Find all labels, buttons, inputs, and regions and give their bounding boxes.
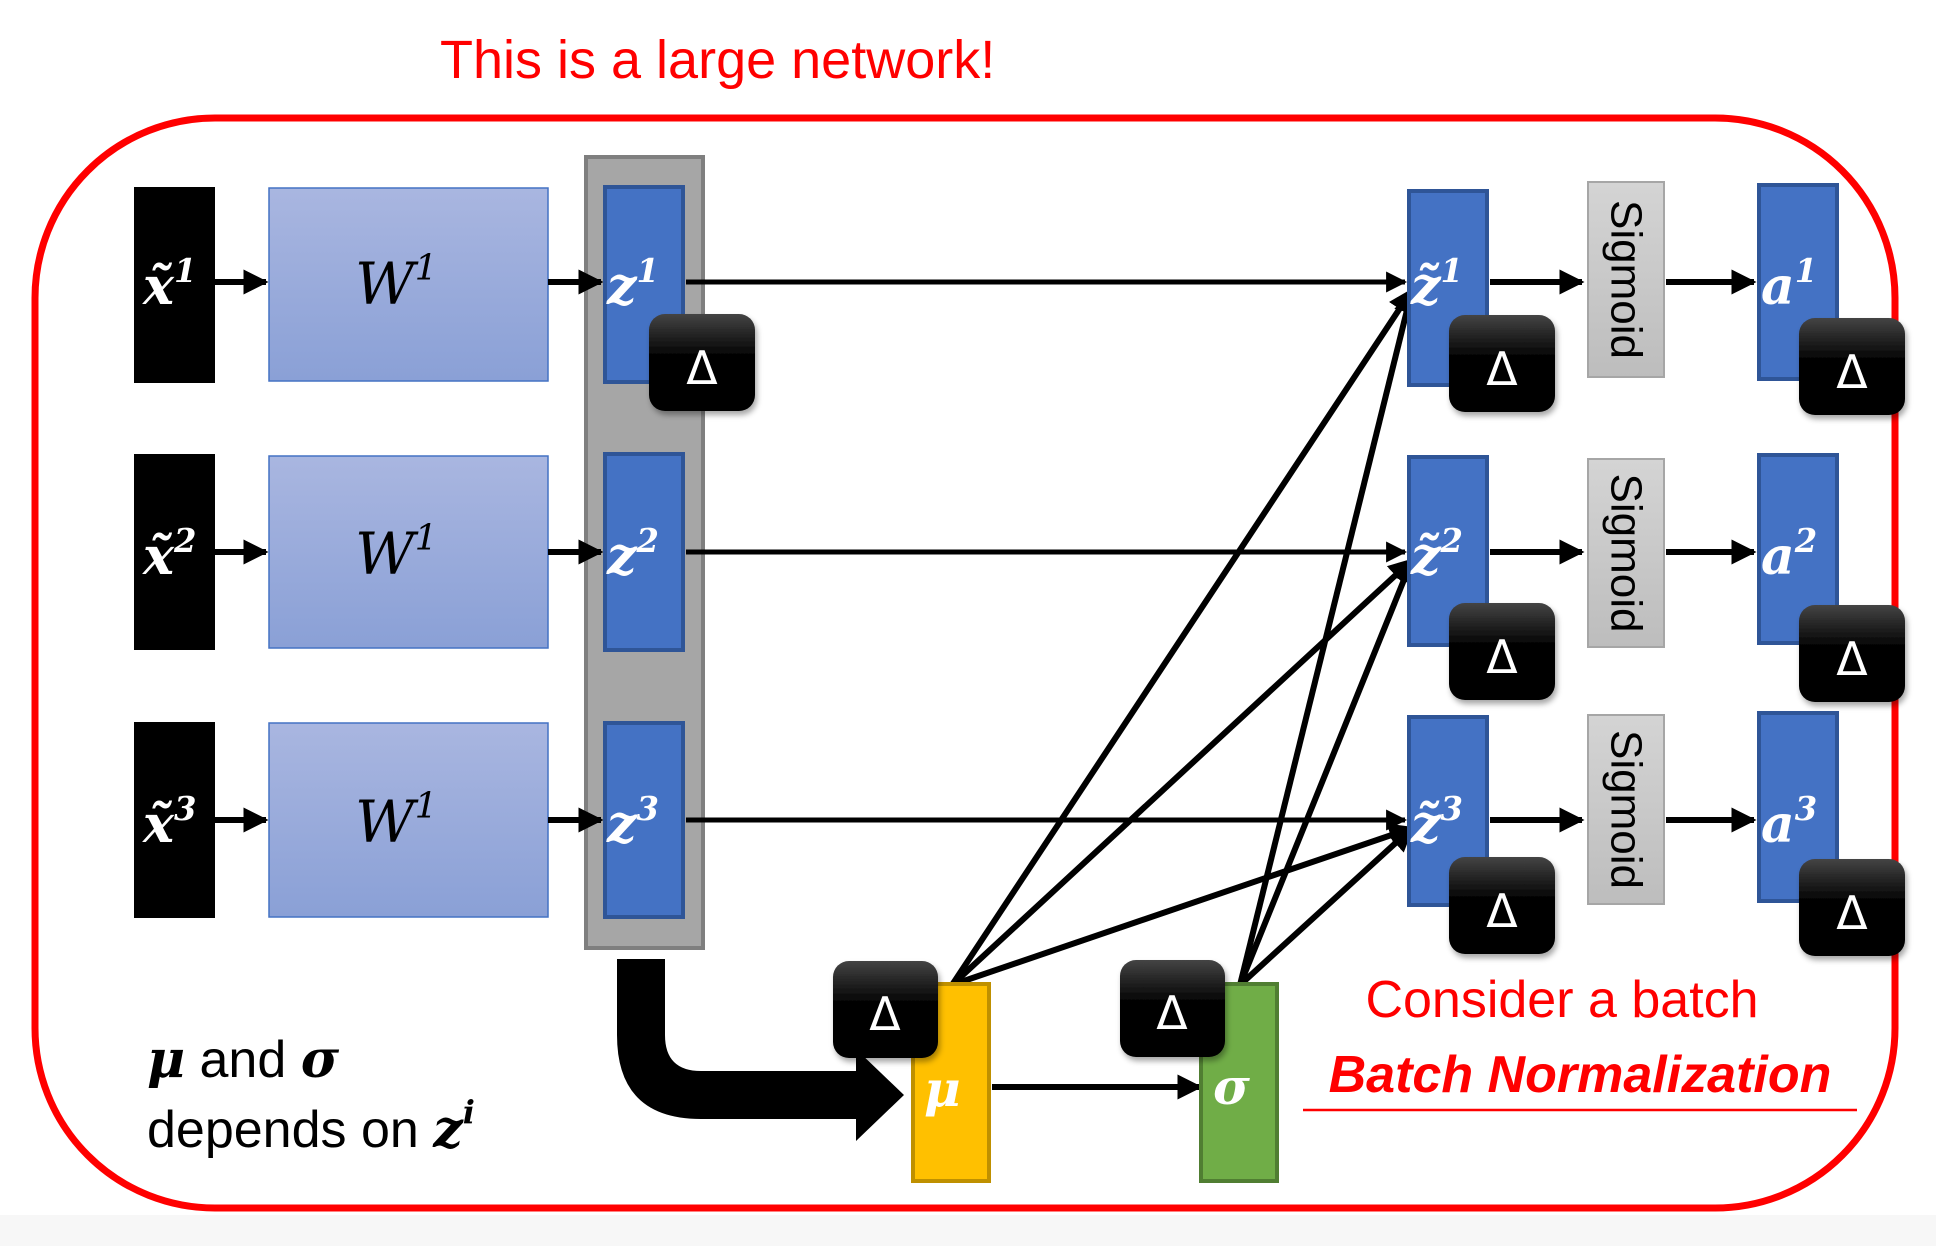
sigmoid-box (1587, 714, 1665, 905)
delta-badge-znorm1: Δ (1449, 315, 1555, 412)
sigmoid-label: Sigmoid (1602, 474, 1651, 633)
sigmoid-label: Sigmoid (1602, 730, 1651, 889)
diagram-title: This is a large network! (440, 30, 995, 90)
mu-label: μ (924, 1059, 961, 1118)
output-label: a3 (1761, 790, 1817, 855)
delta-badge-output3: Δ (1799, 859, 1905, 956)
batch-normalization-label: Batch Normalization (1329, 1046, 1832, 1104)
sigma-to-znorm-2-line (1237, 557, 1416, 987)
delta-badge-output2: Δ (1799, 605, 1905, 702)
network-row-2: x̃2 W1 z2 z̃2 Sigmoid a2 (134, 452, 1839, 652)
output-label: a1 (1761, 252, 1817, 317)
weight-label: W1 (355, 518, 438, 588)
z-normalized-label: z̃2 (1410, 522, 1463, 587)
dependency-note-line1: μ and σ (147, 1029, 340, 1090)
z-normalized-box (1407, 455, 1489, 647)
delta-icon: Δ (1836, 345, 1868, 399)
network-row-3: x̃3 W1 z3 z̃3 Sigmoid a3 (134, 711, 1839, 919)
input-label: x̃2 (142, 522, 196, 587)
weight-box (268, 722, 549, 918)
delta-icon: Δ (1836, 632, 1868, 686)
z-normalized-label: z̃3 (1410, 790, 1463, 855)
z-label: z3 (606, 790, 659, 855)
z-label: z1 (606, 252, 659, 317)
input-box (134, 454, 215, 650)
delta-badge-z1: Δ (649, 314, 755, 411)
weight-box (268, 187, 549, 382)
delta-icon: Δ (1836, 886, 1868, 940)
sigmoid-box (1587, 181, 1665, 378)
input-box (134, 722, 215, 918)
delta-icon: Δ (869, 987, 901, 1041)
input-label: x̃1 (142, 252, 196, 317)
z-box (603, 452, 685, 652)
batch-to-mu-arrow (617, 959, 904, 1141)
delta-icon: Δ (1486, 342, 1518, 396)
input-label: x̃3 (142, 790, 196, 855)
network-row-1: x̃1 W1 z1 z̃1 Sigmoid a1 (134, 181, 1839, 387)
sigmoid-label: Sigmoid (1602, 200, 1651, 359)
z-box (603, 185, 685, 384)
input-box (134, 187, 215, 383)
weight-box (268, 455, 549, 649)
delta-badge-sigma: Δ (1120, 960, 1225, 1057)
consider-batch-note: Consider a batch (1365, 971, 1758, 1029)
sigmoid-box (1587, 458, 1665, 648)
delta-badge-znorm3: Δ (1449, 857, 1555, 954)
delta-badge-mu: Δ (833, 961, 938, 1058)
slide-bottom-band (0, 1215, 1936, 1246)
sigma-to-znorm-3-line (1237, 825, 1415, 988)
z-normalized-label: z̃1 (1410, 252, 1463, 317)
normalization-connections (949, 287, 1419, 988)
weight-label: W1 (355, 248, 438, 318)
sigma-label: σ (1213, 1057, 1250, 1116)
z-label: z2 (606, 522, 659, 587)
mu-to-znorm-1-line (949, 287, 1415, 987)
mu-to-znorm-2-line (949, 557, 1415, 988)
delta-badge-output1: Δ (1799, 318, 1905, 415)
weight-label: W1 (355, 786, 438, 856)
output-label: a2 (1761, 522, 1817, 587)
dependency-note-line2: depends on zi (147, 1093, 475, 1160)
delta-badge-znorm2: Δ (1449, 603, 1555, 700)
delta-icon: Δ (1486, 884, 1518, 938)
delta-icon: Δ (686, 341, 718, 395)
delta-icon: Δ (1486, 630, 1518, 684)
mu-to-znorm-3-line (951, 823, 1415, 988)
z-box (603, 721, 685, 919)
delta-icon: Δ (1156, 986, 1188, 1040)
